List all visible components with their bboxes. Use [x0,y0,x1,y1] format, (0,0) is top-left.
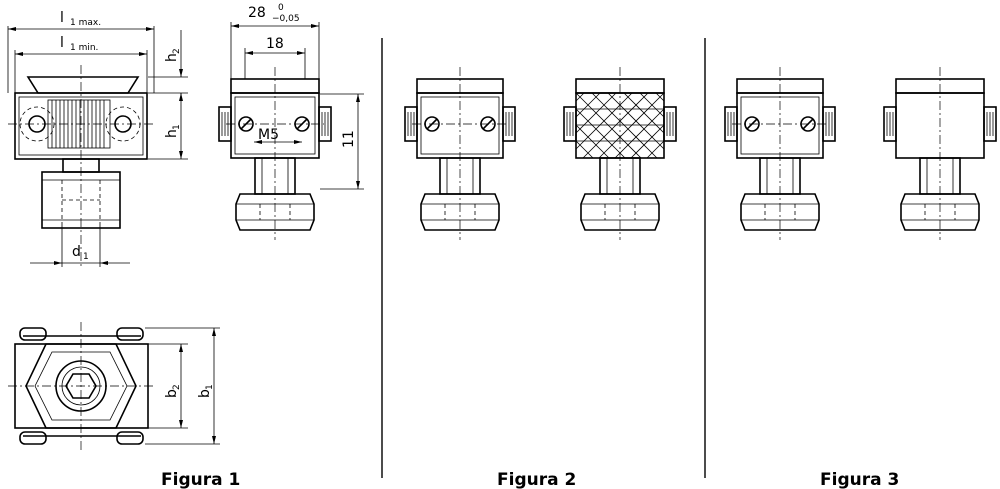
b1-sub: 1 [205,384,215,390]
fig3-view-b [883,67,997,240]
tol-upper: 0 [278,3,284,13]
b2-sub: 2 [172,384,182,390]
b2-label: b [164,389,180,398]
m5-label: M5 [258,127,279,143]
caption-figura-1: Figura 1 [161,470,240,489]
l1max-label: l [60,10,64,26]
dim18-label: 18 [266,36,284,52]
d1-sub: 1 [83,252,89,262]
l1min-label: l [60,35,64,51]
fig2-view-b-knurled [563,67,677,240]
fig2-view-a [404,67,516,240]
fig3-view-a [724,67,836,240]
fig1-top-view [8,322,156,450]
fig1-side-dimensions: 28 0 −0,05 18 M5 11 [230,3,364,190]
h1-label: h [164,129,180,138]
h2-label: h [164,53,180,62]
fig1-side-view [218,67,332,240]
caption-figura-3: Figura 3 [820,470,899,489]
fig1-dimensions: l 1 max. l 1 min. h 2 h 1 d 1 [7,10,188,267]
fig1-top-dimensions: b 2 b 1 [145,327,220,445]
h2-sub: 2 [172,48,182,54]
fig1-front-view [8,65,154,268]
width28-label: 28 [248,5,266,21]
l1min-sub: 1 min. [70,43,98,53]
b1-label: b [197,389,213,398]
caption-figura-2: Figura 2 [497,470,576,489]
knurl-pattern [575,92,665,159]
dim11-label: 11 [341,130,357,148]
d1-label: d [72,244,81,260]
h1-sub: 1 [172,124,182,130]
l1max-sub: 1 max. [70,18,101,28]
tol-lower: −0,05 [272,14,300,24]
